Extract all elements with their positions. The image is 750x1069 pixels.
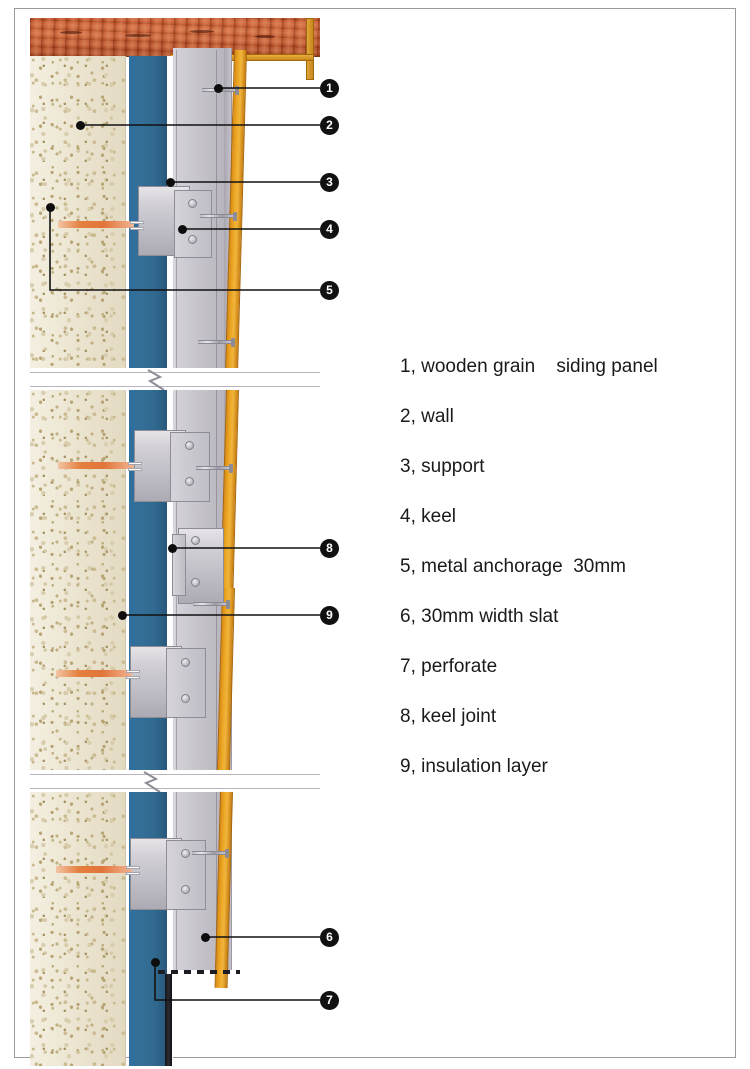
bracket-bolt xyxy=(185,441,194,450)
metal-anchorage-1 xyxy=(58,221,134,228)
wall-stucco-top xyxy=(30,56,126,368)
legend-item-3: 3, support xyxy=(400,456,485,477)
keel-joint-bolt xyxy=(191,578,200,587)
beam-end-return xyxy=(306,18,314,80)
slat-screw xyxy=(202,88,238,92)
bracket-bolt xyxy=(181,694,190,703)
legend-item-2: 2, wall xyxy=(400,406,454,427)
legend-item-5: 5, metal anchorage 30mm xyxy=(400,556,627,577)
anchor-shaft xyxy=(128,468,142,471)
anchor-shaft xyxy=(130,221,144,224)
bracket-bolt xyxy=(185,477,194,486)
break-band-top xyxy=(30,368,320,391)
bracket-bolt xyxy=(188,199,197,208)
slat-screw xyxy=(196,466,232,470)
legend-item-8: 8, keel joint xyxy=(400,706,497,727)
bottom-dark-trim xyxy=(165,974,172,1066)
anchor-shaft xyxy=(126,866,140,869)
slat-screw-head xyxy=(226,600,230,609)
wall-stucco-middle xyxy=(30,390,126,778)
bracket-bolt xyxy=(188,235,197,244)
keel-joint-flange xyxy=(172,534,186,596)
bracket-bolt xyxy=(181,658,190,667)
legend-item-9: 9, insulation layer xyxy=(400,756,548,777)
air-cavity-middle xyxy=(167,390,173,778)
anchor-shaft xyxy=(126,676,140,679)
break-band-bottom xyxy=(30,770,320,793)
slat-screw xyxy=(193,602,229,606)
legend-item-6: 6, 30mm width slat xyxy=(400,606,559,627)
metal-anchorage-4 xyxy=(56,866,132,873)
legend-item-7: 7, perforate xyxy=(400,656,498,677)
diagram-frame: 1 2 3 4 5 8 9 6 7 1, wooden grain siding… xyxy=(14,8,736,1066)
slat-screw-head xyxy=(225,849,229,858)
slat-screw-head xyxy=(235,86,239,95)
bracket-bolt xyxy=(181,849,190,858)
slat-screw xyxy=(200,214,236,218)
wall-section-illustration xyxy=(30,18,340,1066)
keel-joint-bolt xyxy=(191,536,200,545)
air-cavity-bottom xyxy=(167,792,173,1066)
anchor-shaft xyxy=(126,872,140,875)
slat-screw-head xyxy=(233,212,237,221)
slat-screw xyxy=(192,851,228,855)
slat-screw xyxy=(198,340,234,344)
wall-stucco-bottom xyxy=(30,792,126,1066)
legend-item-4: 4, keel xyxy=(400,506,456,527)
legend-item-1: 1, wooden grain siding panel xyxy=(400,356,658,377)
metal-anchorage-2 xyxy=(58,462,134,469)
anchor-shaft xyxy=(128,462,142,465)
anchor-shaft xyxy=(130,227,144,230)
slat-screw-head xyxy=(231,338,235,347)
insulation-layer-bottom xyxy=(129,792,167,1066)
legend-list: 1, wooden grain siding panel 2, wall 3, … xyxy=(400,342,730,792)
bracket-bolt xyxy=(181,885,190,894)
metal-anchorage-3 xyxy=(56,670,132,677)
panel-seam xyxy=(216,50,217,368)
anchor-shaft xyxy=(126,670,140,673)
slat-screw-head xyxy=(229,464,233,473)
slat-top xyxy=(229,49,247,196)
